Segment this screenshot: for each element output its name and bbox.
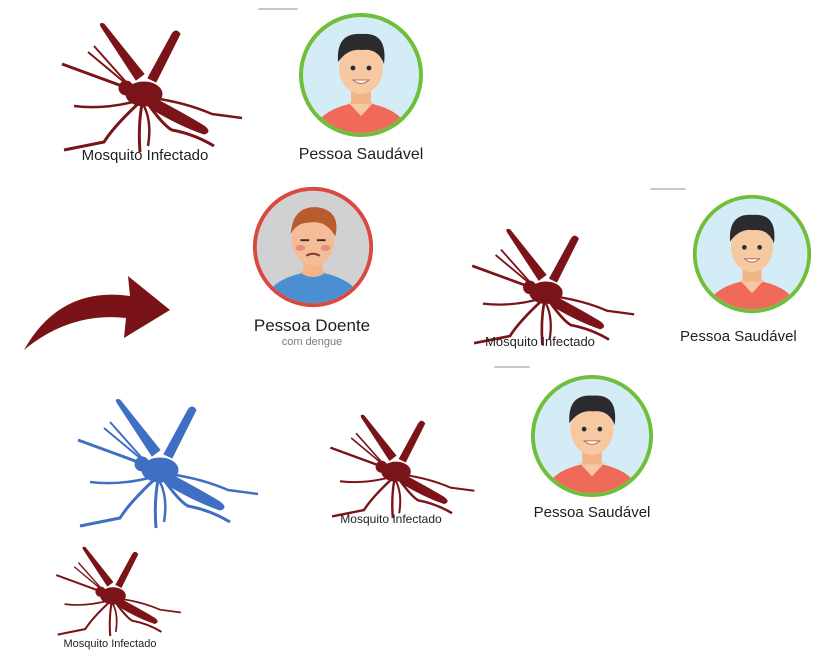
smudge bbox=[494, 366, 530, 368]
infected-mosquito-2 bbox=[456, 228, 636, 345]
mosquito-label-4: Mosquito Infectado bbox=[40, 638, 180, 650]
healthy-person-avatar bbox=[528, 372, 656, 500]
smudge bbox=[258, 8, 298, 10]
transmission-arrow bbox=[20, 266, 190, 356]
sick-label: Pessoa Doente bbox=[232, 316, 392, 336]
blue-mosquito bbox=[50, 398, 270, 528]
healthy-person-1 bbox=[296, 10, 426, 140]
sick-sublabel: com dengue bbox=[232, 336, 392, 348]
mosquito-label-3: Mosquito Infectado bbox=[316, 512, 466, 526]
infected-mosquito-3 bbox=[316, 414, 476, 518]
mosquito-icon bbox=[44, 22, 244, 152]
smudge bbox=[650, 188, 686, 190]
mosquito-label-2: Mosquito Infectado bbox=[460, 334, 620, 349]
infected-mosquito-1 bbox=[44, 22, 244, 152]
sick-person bbox=[250, 184, 376, 310]
mosquito-icon bbox=[38, 546, 188, 636]
healthy-person-avatar bbox=[296, 10, 426, 140]
mosquito-icon bbox=[456, 228, 636, 345]
mosquito-icon bbox=[50, 398, 270, 528]
healthy-person-2 bbox=[690, 192, 814, 316]
healthy-label-3: Pessoa Saudável bbox=[516, 504, 668, 521]
sick-person-avatar bbox=[250, 184, 376, 310]
curved-arrow-icon bbox=[20, 266, 190, 356]
mosquito-icon bbox=[316, 414, 476, 518]
healthy-person-avatar bbox=[690, 192, 814, 316]
healthy-person-3 bbox=[528, 372, 656, 500]
healthy-label-1: Pessoa Saudável bbox=[286, 146, 436, 164]
mosquito-label-1: Mosquito Infectado bbox=[54, 147, 236, 164]
healthy-label-2: Pessoa Saudável bbox=[680, 328, 816, 345]
infected-mosquito-4 bbox=[38, 546, 188, 636]
